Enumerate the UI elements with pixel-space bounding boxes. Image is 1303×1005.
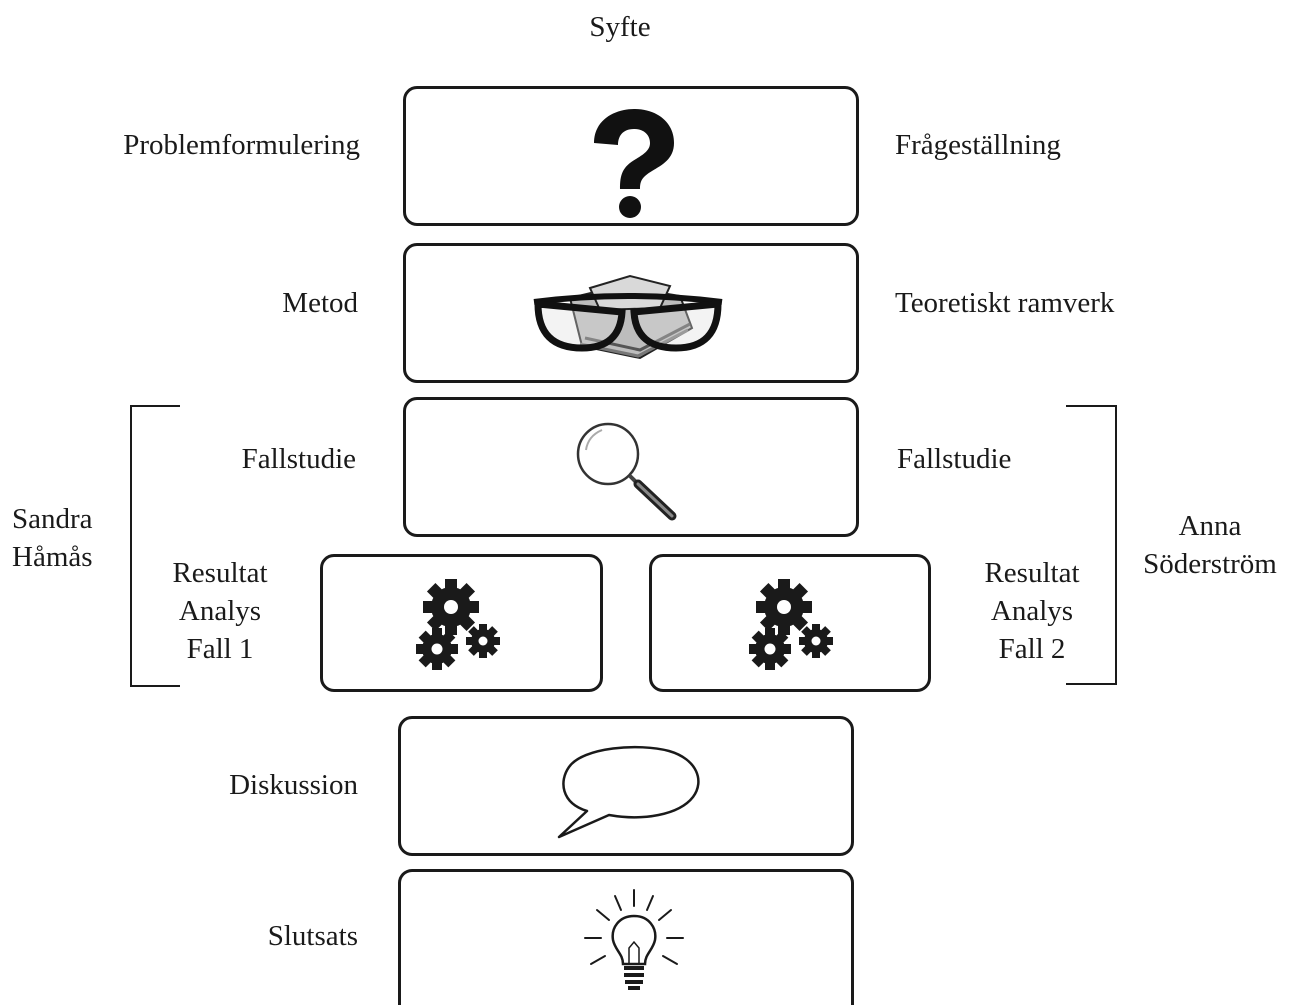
label-metod: Metod xyxy=(282,287,358,319)
gears-icon xyxy=(749,579,833,670)
label-results-case2-line3: Fall 2 xyxy=(998,633,1066,665)
question-mark-icon xyxy=(594,109,674,218)
label-problemformulering: Problemformulering xyxy=(123,129,360,161)
label-diskussion: Diskussion xyxy=(229,769,358,801)
method-box xyxy=(403,243,859,383)
results-box-case2 xyxy=(649,554,931,692)
bracket-left xyxy=(130,405,180,687)
lightbulb-icon xyxy=(584,889,684,990)
label-fallstudie-left: Fallstudie xyxy=(241,443,356,475)
results-box-case1 xyxy=(320,554,603,692)
problem-box xyxy=(403,86,859,226)
diagram-title: Syfte xyxy=(589,11,651,43)
label-slutsats: Slutsats xyxy=(267,920,358,952)
speech-bubble-icon xyxy=(557,745,700,839)
label-results-case1: Resultat Analys Fall 1 xyxy=(150,554,290,668)
discussion-box xyxy=(398,716,854,856)
author-right-last: Söderström xyxy=(1143,548,1277,580)
label-results-case2-line2: Analys xyxy=(990,595,1074,627)
case-box xyxy=(403,397,859,537)
gears-icon xyxy=(416,579,500,670)
author-right: Anna Söderström xyxy=(1130,507,1290,583)
author-left-last: Håmås xyxy=(12,541,93,573)
magnifier-icon xyxy=(576,422,677,521)
label-results-case1-line2: Analys xyxy=(178,595,262,627)
glasses-books-icon xyxy=(533,274,723,360)
label-results-case2: Resultat Analys Fall 2 xyxy=(962,554,1102,668)
label-fragestallning: Frågeställning xyxy=(895,129,1061,161)
label-results-case1-line3: Fall 1 xyxy=(186,633,254,665)
author-left: Sandra Håmås xyxy=(12,500,93,576)
author-right-first: Anna xyxy=(1178,510,1242,542)
label-results-case1-line1: Resultat xyxy=(172,557,268,589)
label-fallstudie-right: Fallstudie xyxy=(897,443,1012,475)
label-teoretiskt-ramverk: Teoretiskt ramverk xyxy=(895,287,1115,319)
label-results-case2-line1: Resultat xyxy=(984,557,1080,589)
bracket-right xyxy=(1066,405,1117,685)
conclusion-box xyxy=(398,869,854,1005)
author-left-first: Sandra xyxy=(12,503,93,535)
